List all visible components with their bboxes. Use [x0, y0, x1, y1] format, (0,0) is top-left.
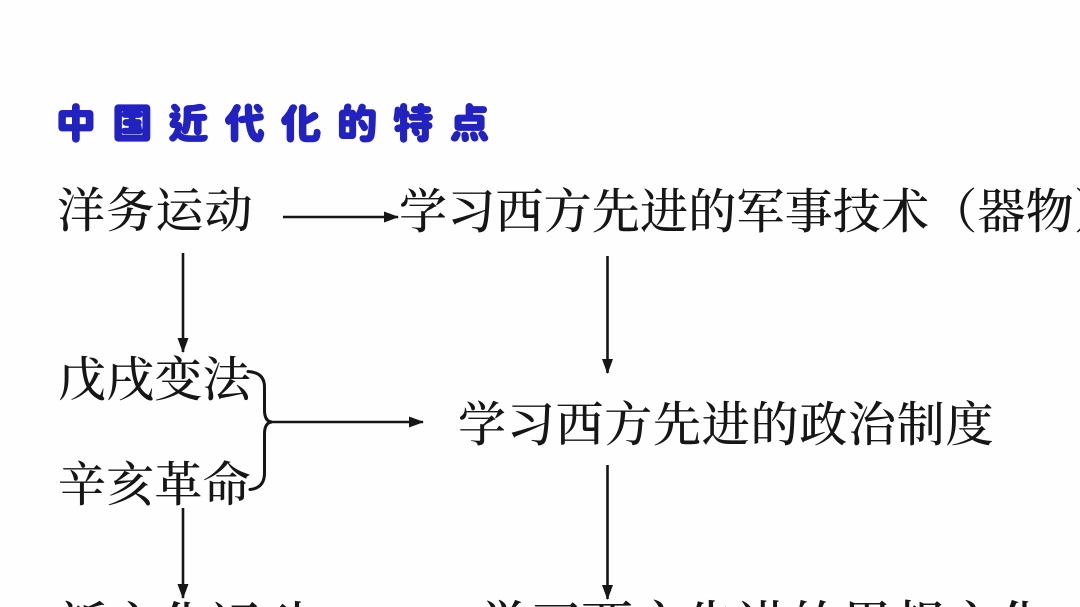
- node-xinhai-geming: 辛亥革命: [58, 446, 251, 515]
- node-wuxu-bianfa: 戊戌变法: [58, 341, 251, 410]
- node-xinwenhua-yundong: 新文化运动: [55, 597, 315, 607]
- slide-title: 中国近代化的特点: [55, 100, 506, 147]
- outcome-sixiang-wenhua: 学习西方先进的思想文化: [477, 596, 1049, 607]
- node-yangwu-yundong: 洋务运动: [57, 172, 254, 241]
- outcome-junshi-jishu: 学习西方先进的军事技术（器物）: [399, 173, 1080, 242]
- brace-group: [246, 370, 273, 491]
- outcome-zhengzhi-zhidu: 学习西方先进的政治制度: [458, 386, 995, 455]
